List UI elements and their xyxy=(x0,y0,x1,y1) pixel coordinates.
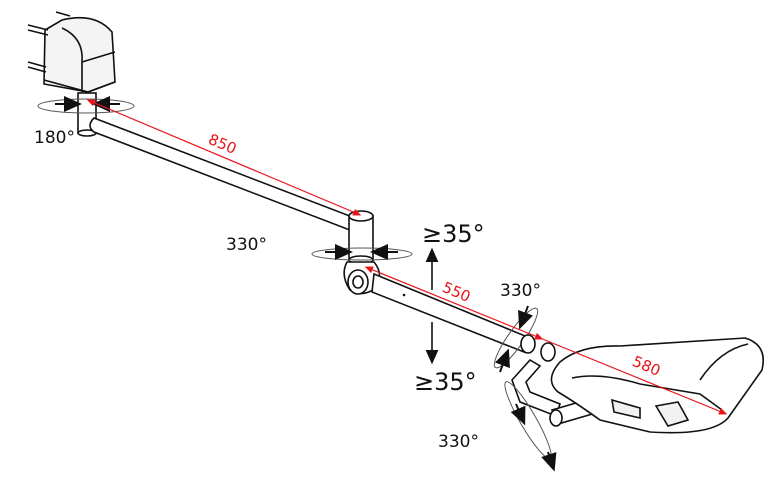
dimension-line-850 xyxy=(86,99,362,216)
tilt-label-down: ≥35° xyxy=(414,368,477,396)
elbow-joint xyxy=(343,210,381,295)
rotation-label-yoke: 330° xyxy=(500,281,541,301)
ceiling-mount xyxy=(27,11,116,137)
dimension-line-550 xyxy=(364,266,544,340)
rotation-label-head: 330° xyxy=(438,432,479,452)
rotation-label-mount: 180° xyxy=(34,128,75,148)
rotation-label-elbow: 330° xyxy=(226,235,267,255)
elbow-rotation-ring xyxy=(311,247,413,261)
dimension-line-580 xyxy=(539,337,728,415)
tilt-label-up: ≥35° xyxy=(422,220,485,248)
